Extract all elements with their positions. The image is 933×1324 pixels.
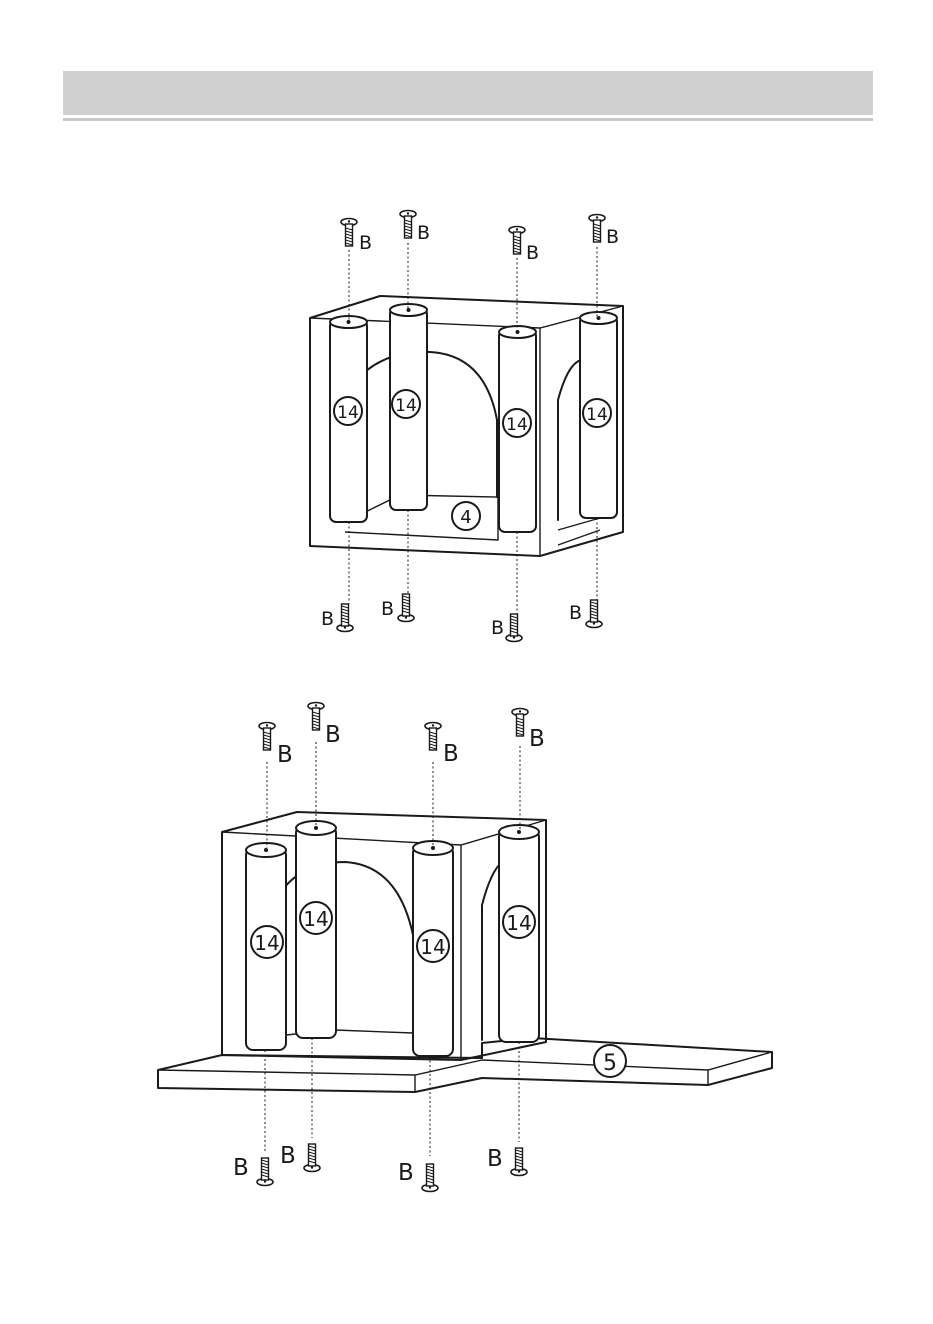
step1-screw-label-bottom-1: B — [321, 608, 334, 630]
step2-screw-top-4 — [512, 709, 528, 737]
step1-screw-top-4 — [589, 215, 605, 243]
step2-screw-top-2 — [308, 703, 324, 731]
step1-leg-label-4: 14 — [586, 405, 608, 425]
step2-leg-label-1: 14 — [254, 931, 279, 955]
step2-leg-label-3: 14 — [420, 935, 445, 959]
step1-screw-bottom-2 — [398, 594, 414, 622]
step2-screw-bottom-4 — [511, 1148, 527, 1176]
step1-screw-bottom-3 — [506, 614, 522, 642]
step2-screw-label-top-3: B — [443, 741, 459, 767]
step2-screw-label-top-4: B — [529, 726, 545, 752]
step1-panel-label: 4 — [460, 507, 471, 528]
step2-screw-bottom-3 — [422, 1164, 438, 1192]
step1-screw-label-top-3: B — [526, 242, 539, 264]
step2-screw-label-bottom-1: B — [233, 1155, 249, 1181]
step2-screw-bottom-1 — [257, 1158, 273, 1186]
step1-screw-bottom-4 — [586, 600, 602, 628]
step2-screw-top-3 — [425, 723, 441, 751]
step2-screw-label-top-1: B — [277, 742, 293, 768]
step2-screw-label-bottom-4: B — [487, 1146, 503, 1172]
step1-screw-top-2 — [400, 211, 416, 239]
step1-screw-label-bottom-4: B — [569, 602, 582, 624]
step1-leg-label-1: 14 — [337, 403, 359, 423]
step2-screw-label-bottom-2: B — [280, 1143, 296, 1169]
step1-leg-label-3: 14 — [506, 415, 528, 435]
step2-screw-label-top-2: B — [325, 722, 341, 748]
step1-screw-top-1 — [341, 219, 357, 247]
step1-screw-bottom-1 — [337, 604, 353, 632]
step-2-assembly: 14 14 14 14 5 B B B B B B B B — [158, 703, 772, 1192]
step2-leg-label-2: 14 — [303, 907, 328, 931]
step-1-assembly: 14 14 14 14 4 B B B B B B B B — [310, 211, 623, 642]
step1-screw-label-top-1: B — [359, 232, 372, 254]
step1-screw-label-top-4: B — [606, 226, 619, 248]
step1-screw-label-bottom-3: B — [491, 617, 504, 639]
step1-screw-label-top-2: B — [417, 222, 430, 244]
step2-front-arch — [270, 862, 413, 1035]
step2-panel-label: 5 — [603, 1051, 617, 1076]
step1-leg-label-2: 14 — [395, 396, 417, 416]
step2-screw-bottom-2 — [304, 1144, 320, 1172]
step1-screw-top-3 — [509, 227, 525, 255]
step2-screw-top-1 — [259, 723, 275, 751]
step2-screw-label-bottom-3: B — [398, 1160, 414, 1186]
step1-screw-label-bottom-2: B — [381, 598, 394, 620]
step2-leg-label-4: 14 — [506, 911, 531, 935]
